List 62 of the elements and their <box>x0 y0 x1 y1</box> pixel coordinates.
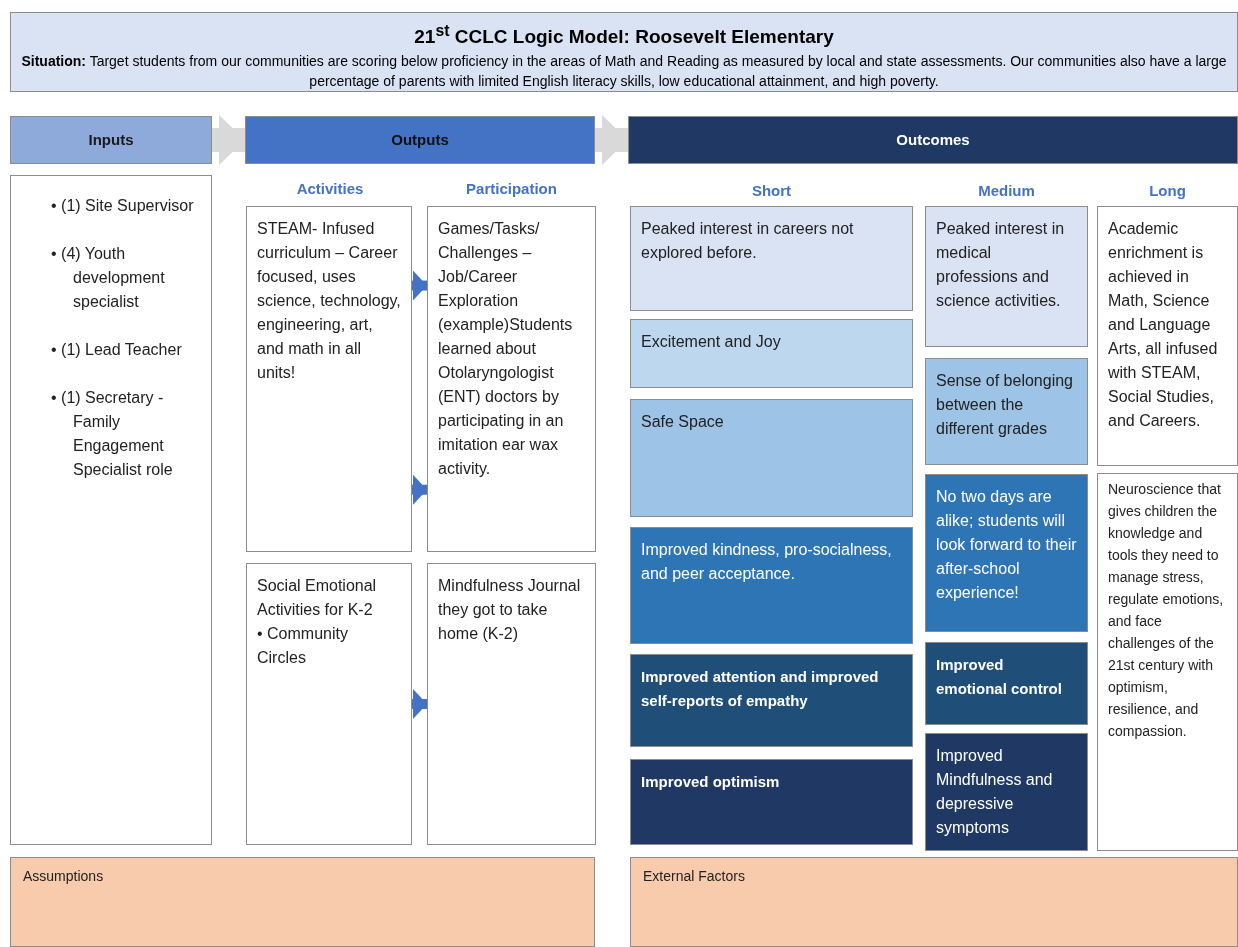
box-text: No two days are alike; students will look forward to their after-school experience! <box>936 487 1077 603</box>
box-text: Improved optimism <box>641 772 781 792</box>
text-box <box>630 759 913 845</box>
box-text: Improved kindness, pro-socialness, and peer acceptance. <box>641 540 893 584</box>
box-text: Mindfulness Journal they got to take home (K-2) <box>438 576 582 644</box>
text-box <box>630 319 913 388</box>
stage-header <box>628 116 1238 164</box>
text-box <box>925 474 1088 632</box>
box-text: Assumptions <box>23 867 105 886</box>
box-text: Inputs <box>87 130 135 150</box>
text-box <box>630 206 913 311</box>
text-box <box>630 654 913 747</box>
box-text: External Factors <box>643 867 746 886</box>
text-box <box>630 527 913 644</box>
list-item: • (1) Secretary - Family Engagement Specialist role <box>51 388 174 480</box>
note-panel <box>630 857 1238 947</box>
list-item: • (4) Youth development specialist <box>51 244 166 312</box>
box-text: Improved emotional control <box>936 655 1063 699</box>
column-heading: Medium <box>977 182 1036 199</box>
text-box <box>925 206 1088 347</box>
text-box <box>1097 473 1238 851</box>
text-box <box>925 733 1088 851</box>
box-text: Sense of belonging between the different grades <box>936 371 1074 439</box>
inputs-panel <box>10 175 212 845</box>
box-text: Academic enrichment is achieved in Math, Science and Language Arts, all infused with STEAM, Social Studies, and Careers. <box>1108 219 1219 431</box>
text-box <box>925 358 1088 465</box>
box-text: Excitement and Joy <box>641 332 782 352</box>
column-heading: Participation <box>465 180 558 197</box>
text-box <box>246 563 412 845</box>
box-text: Safe Space <box>641 412 725 432</box>
text-box <box>925 642 1088 725</box>
arrow <box>412 270 427 301</box>
box-text: Improved Mindfulness and depressive symptoms <box>936 746 1054 838</box>
text-box <box>427 206 596 552</box>
column-heading: Long <box>1148 182 1187 199</box>
box-text: Outcomes <box>895 130 971 150</box>
box-text: Neuroscience that gives children the knowledge and tools they need to manage stress, regulate emotions, and face challenges of the 21st century with optimism, resilience, and compassion. <box>1108 480 1225 741</box>
box-text: STEAM- Infused curriculum – Career focused, uses science, technology, engineering, art, and math in all units! <box>257 219 401 383</box>
arrow <box>412 474 427 505</box>
block-arrow <box>212 115 245 165</box>
column-heading: Short <box>750 182 793 199</box>
box-text: Games/Tasks/ Challenges – Job/Career Exploration (example)Students learned about Otolaryngologist (ENT) doctors by participating in an imitation ear wax activity. <box>438 219 574 479</box>
box-text: Improved attention and improved self-reports of empathy <box>641 667 880 711</box>
list-item: • (1) Site Supervisor <box>51 196 195 216</box>
list-item: • (1) Lead Teacher <box>51 340 183 360</box>
box-text: Outputs <box>390 130 450 150</box>
text-box <box>630 399 913 517</box>
situation-text: Situation: Target students from our communities are scoring below proficiency in the areas of Math and Reading as measured by local and state assessments. Our communities also have a large percentage of parents with limited English literacy skills, low educational attainment, and high poverty. <box>21 52 1227 92</box>
title: 21$^{st}$ CCLC Logic Model: Roosevelt Elementary <box>413 21 835 50</box>
box-text: Peaked interest in medical professions and science activities. <box>936 219 1066 311</box>
box-text: Peaked interest in careers not explored before. <box>641 219 855 263</box>
note-panel <box>10 857 595 947</box>
stage-header <box>10 116 212 164</box>
column-heading: Activities <box>295 180 365 197</box>
block-arrow <box>595 115 628 165</box>
arrow <box>412 689 427 719</box>
stage-header <box>245 116 595 164</box>
text-box <box>427 563 596 845</box>
box-text: • Community Circles <box>257 624 349 668</box>
text-box <box>1097 206 1238 466</box>
box-text: Social Emotional Activities for K-2 <box>257 576 378 620</box>
text-box <box>246 206 412 552</box>
